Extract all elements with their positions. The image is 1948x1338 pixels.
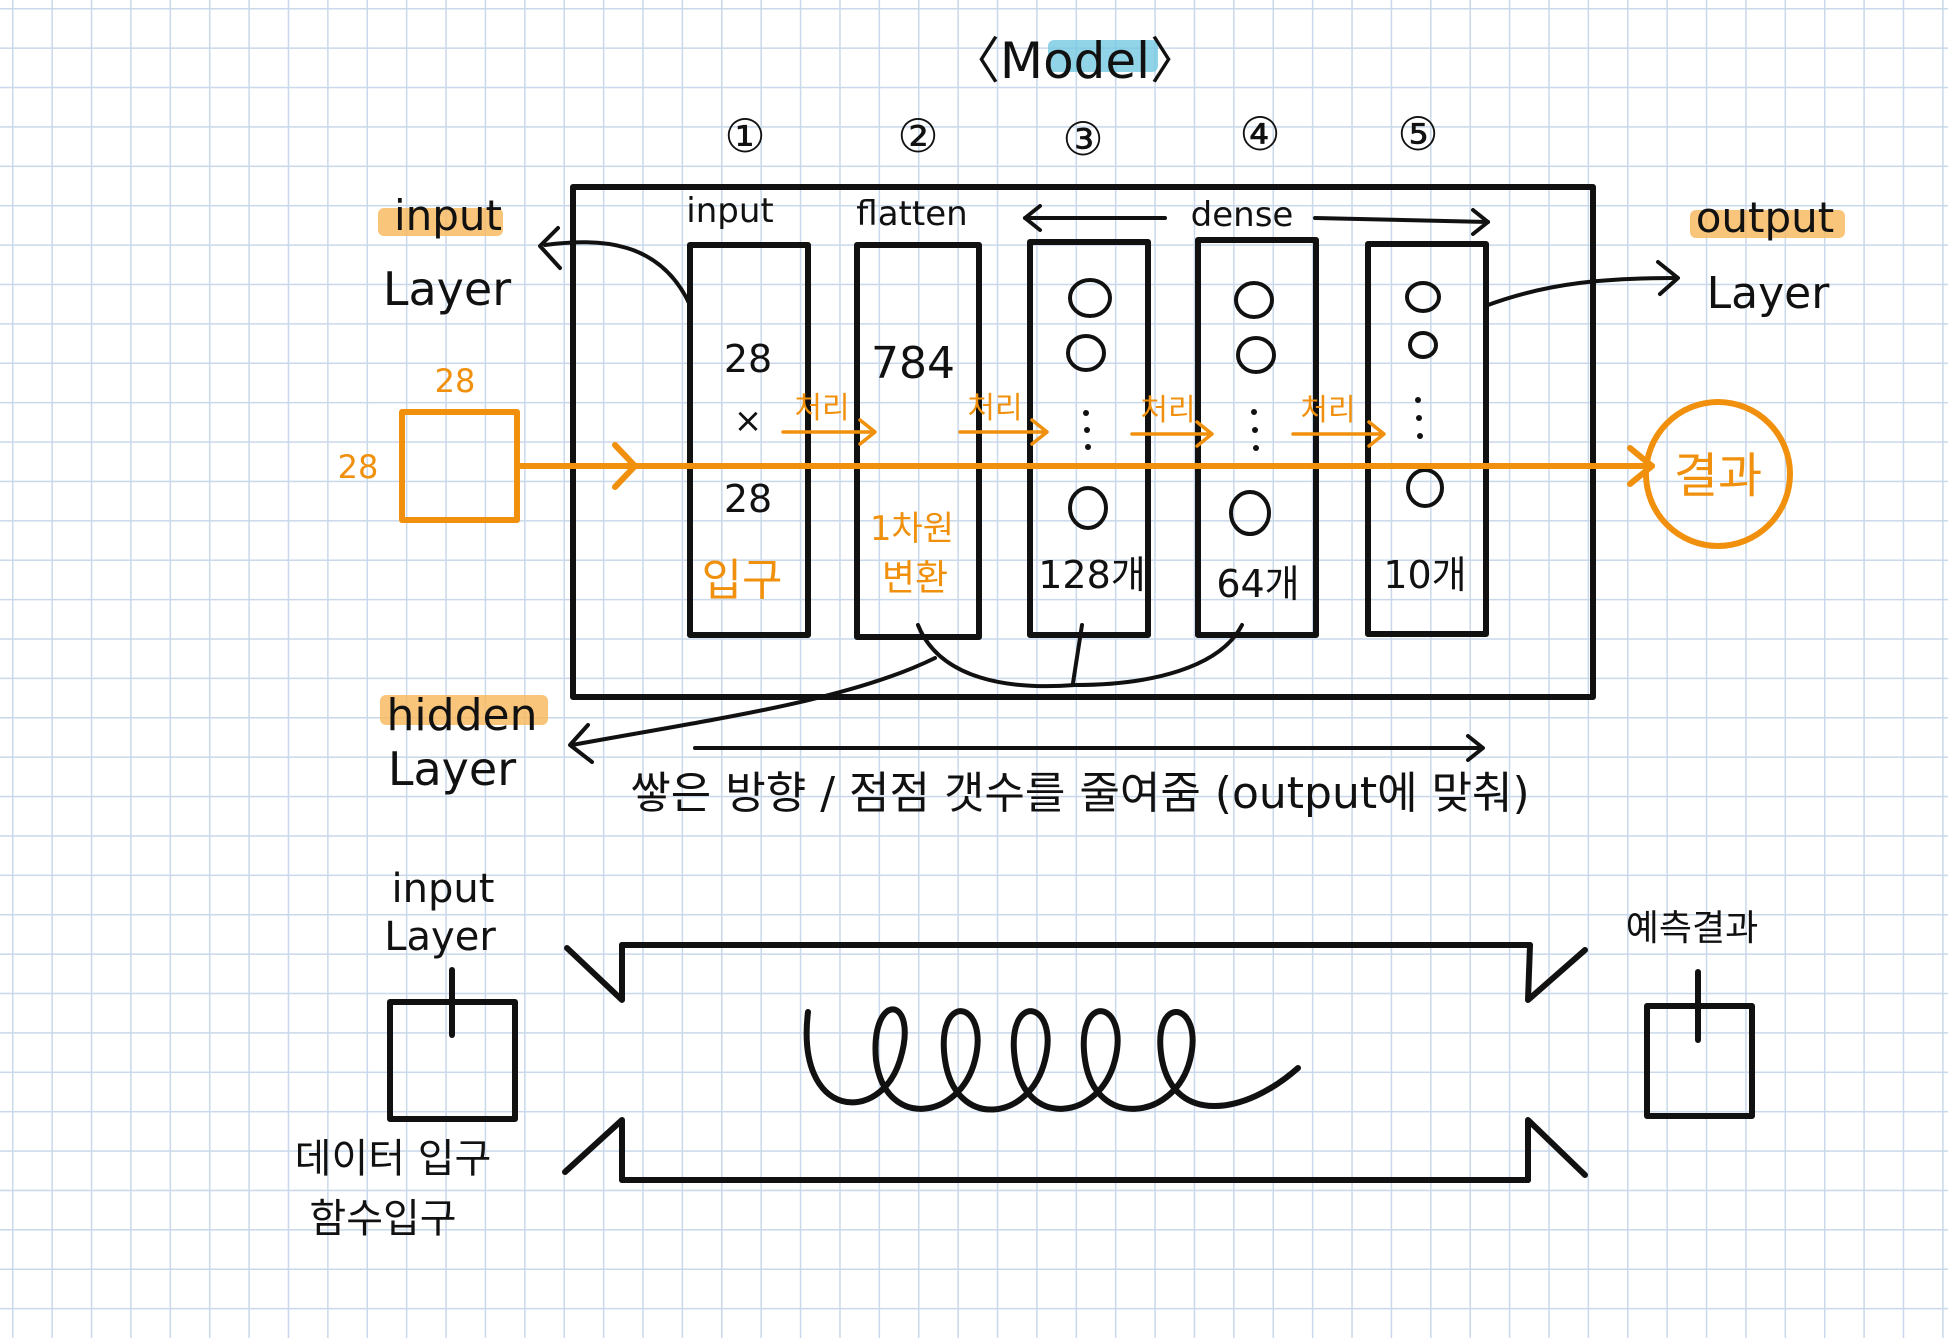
input-shape-height: 28	[338, 448, 379, 486]
flatten-caption-1: 1차원	[870, 509, 954, 549]
output-layer-label-1: output	[1696, 193, 1835, 242]
dense-span-arrow	[1023, 204, 1490, 236]
process-label-4: 처리	[1300, 393, 1355, 428]
neuron-node	[1068, 486, 1108, 530]
step-number-3: ③	[1062, 112, 1103, 166]
process-arrow-1	[781, 418, 877, 446]
ellipsis-dot	[1252, 427, 1258, 433]
input-label-highlight	[378, 208, 503, 236]
result-label: 결과	[1674, 448, 1762, 504]
input-dim-2: 28	[724, 477, 772, 521]
input-layer-label-1: input	[394, 191, 502, 240]
step-number-4: ④	[1239, 107, 1280, 161]
process-label-3: 처리	[1140, 393, 1195, 428]
step-number-1: ①	[724, 109, 765, 163]
flow-arrowhead-mid	[612, 442, 638, 490]
hidden-brace-stem	[1071, 623, 1084, 685]
ellipsis-dot	[1415, 397, 1421, 403]
dense-1-count: 128개	[1038, 553, 1146, 597]
dense-2-count: 64개	[1216, 562, 1299, 606]
process-steps: 처리 처리 처리 처리	[781, 391, 1386, 448]
hidden-layer-pointer-head	[568, 723, 594, 764]
input-times-sign: ×	[734, 401, 763, 441]
step-number-5: ⑤	[1397, 107, 1438, 161]
neuron-node	[1066, 334, 1106, 372]
model-tube	[562, 942, 1588, 1183]
neuron-node	[1236, 336, 1276, 374]
input-image-box	[399, 409, 520, 523]
bottom-input-label-2: Layer	[384, 914, 496, 960]
hidden-layer-pointer	[570, 656, 937, 747]
dense-3-neurons	[1405, 281, 1444, 508]
step-number-2: ②	[897, 109, 938, 163]
input-caption: 입구	[702, 555, 783, 606]
flatten-col-header: flatten	[856, 194, 967, 234]
bottom-input-label-1: input	[392, 866, 495, 912]
flatten-value: 784	[871, 338, 955, 389]
func-entry-label: 함수입구	[309, 1196, 456, 1242]
input-dim-1: 28	[724, 337, 772, 381]
neuron-node	[1229, 490, 1271, 536]
model-box	[570, 184, 1596, 700]
hidden-layer-label-2: Layer	[388, 742, 516, 796]
ellipsis-dot	[1417, 433, 1423, 439]
dense-2-neurons	[1229, 281, 1276, 536]
result-circle	[1643, 399, 1793, 549]
dense-layer-column-3	[1365, 241, 1489, 637]
stack-note: 쌓은 방향 / 점점 갯수를 줄여줌 (output에 맞춰)	[630, 768, 1529, 819]
neuron-node	[1068, 278, 1112, 318]
neuron-node	[1406, 468, 1444, 508]
input-layer-pointer-head	[538, 226, 562, 270]
data-entry-label: 데이터 입구	[295, 1136, 492, 1182]
step-numbers: ① ② ③ ④ ⑤	[724, 107, 1438, 166]
process-label-1: 처리	[794, 391, 849, 426]
flatten-layer-column	[854, 242, 982, 640]
output-label-highlight	[1690, 210, 1845, 238]
output-layer-label-2: Layer	[1707, 268, 1831, 319]
dense-layer-column-2	[1195, 237, 1319, 638]
input-layer-column	[687, 242, 811, 638]
neuron-node	[1234, 281, 1274, 319]
input-shape-width: 28	[435, 362, 476, 400]
dense-3-count: 10개	[1383, 553, 1466, 597]
ellipsis-dot	[1084, 427, 1090, 433]
input-layer-label-2: Layer	[383, 262, 511, 316]
output-layer-pointer	[1486, 276, 1677, 307]
dense-layer-column-1	[1027, 239, 1151, 638]
ellipsis-dot	[1253, 445, 1259, 451]
ellipsis-dot	[1083, 410, 1089, 416]
flow-arrowhead-end	[1627, 445, 1655, 487]
hidden-brace	[916, 623, 1244, 689]
neuron-node	[1408, 331, 1438, 359]
hidden-layer-label-1: hidden	[387, 690, 538, 741]
ellipsis-dot	[1416, 415, 1422, 421]
diagram-title: 〈Model〉	[950, 32, 1200, 90]
title-highlight	[1048, 40, 1158, 72]
hidden-label-highlight	[380, 695, 548, 725]
hidden-layers-coil	[803, 1006, 1301, 1113]
dense-col-header: dense	[1191, 195, 1294, 235]
process-arrow-3	[1130, 420, 1214, 448]
flatten-caption-2: 변환	[882, 558, 948, 599]
output-layer-pointer-head	[1656, 260, 1680, 296]
dense-1-neurons	[1066, 278, 1112, 530]
stack-direction-arrow	[693, 734, 1485, 762]
process-arrow-4	[1291, 420, 1386, 448]
input-col-header: input	[686, 191, 773, 231]
neuron-node	[1405, 281, 1441, 313]
ellipsis-dot	[1251, 409, 1257, 415]
ellipsis-dot	[1085, 444, 1091, 450]
process-label-2: 처리	[967, 391, 1022, 426]
process-arrow-2	[958, 418, 1049, 446]
input-layer-pointer	[543, 240, 692, 307]
prediction-label: 예측결과	[1626, 908, 1758, 949]
